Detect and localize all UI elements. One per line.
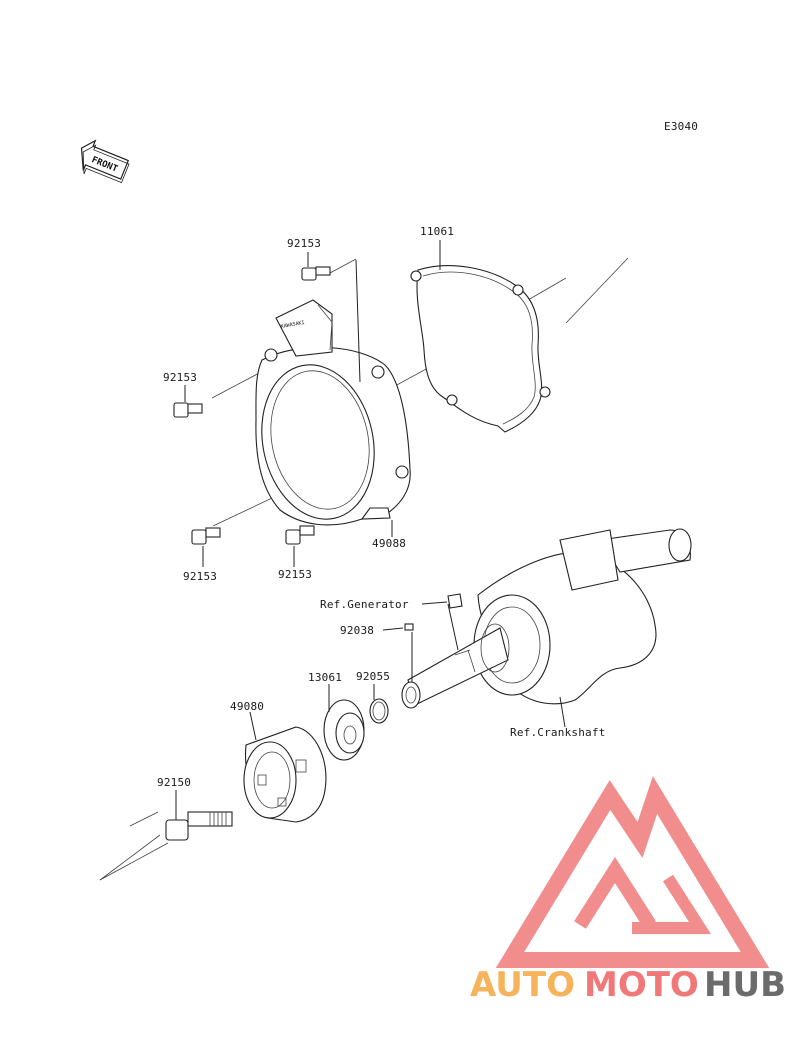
- label-bolt-left: 92153: [163, 371, 197, 384]
- washer-part: [323, 699, 365, 761]
- label-ref-generator: Ref.Generator: [320, 598, 409, 611]
- watermark-logo-icon: [495, 776, 770, 968]
- front-arrow-icon: FRONT: [80, 139, 130, 184]
- watermark-part2: MOTO: [584, 965, 699, 1005]
- label-washer: 13061: [308, 671, 342, 684]
- label-bolt-long: 92150: [157, 776, 191, 789]
- recoil-cover-part: KAWASAKI: [255, 299, 411, 526]
- axis-line: [565, 257, 629, 324]
- generator-key-part: [447, 593, 463, 609]
- starter-cup-part: [243, 726, 327, 823]
- bolt-top-part: [301, 266, 331, 281]
- axis-line: [99, 842, 169, 881]
- diagram-code: E3040: [664, 120, 698, 133]
- label-cup: 49080: [230, 700, 264, 713]
- label-cover-part: 49088: [372, 537, 406, 550]
- long-bolt-part: [165, 811, 233, 841]
- axis-line: [211, 370, 264, 399]
- axis-line: [527, 277, 567, 301]
- label-bolt-bottom-mid: 92153: [278, 568, 312, 581]
- axis-line: [99, 834, 161, 881]
- cover-mark: KAWASAKI: [280, 320, 305, 330]
- bolt-left-part: [173, 402, 203, 418]
- label-ref-crankshaft: Ref.Crankshaft: [510, 726, 606, 739]
- label-key: 92038: [340, 624, 374, 637]
- axis-line: [129, 811, 159, 827]
- label-bolt-top: 92153: [287, 237, 321, 250]
- label-oring: 92055: [356, 670, 390, 683]
- label-bolt-bottom-left: 92153: [183, 570, 217, 583]
- key-part: [404, 623, 414, 631]
- gasket-part: [410, 265, 551, 433]
- axis-line: [329, 258, 357, 274]
- watermark-text: AUTO MOTO HUB: [470, 965, 786, 1005]
- bolt-bottom-mid-part: [285, 525, 315, 545]
- label-gasket: 11061: [420, 225, 454, 238]
- bolt-bottom-left-part: [191, 527, 221, 545]
- watermark-part3: HUB: [704, 965, 786, 1005]
- crankshaft-part: [401, 528, 692, 709]
- watermark-part1: AUTO: [470, 965, 575, 1005]
